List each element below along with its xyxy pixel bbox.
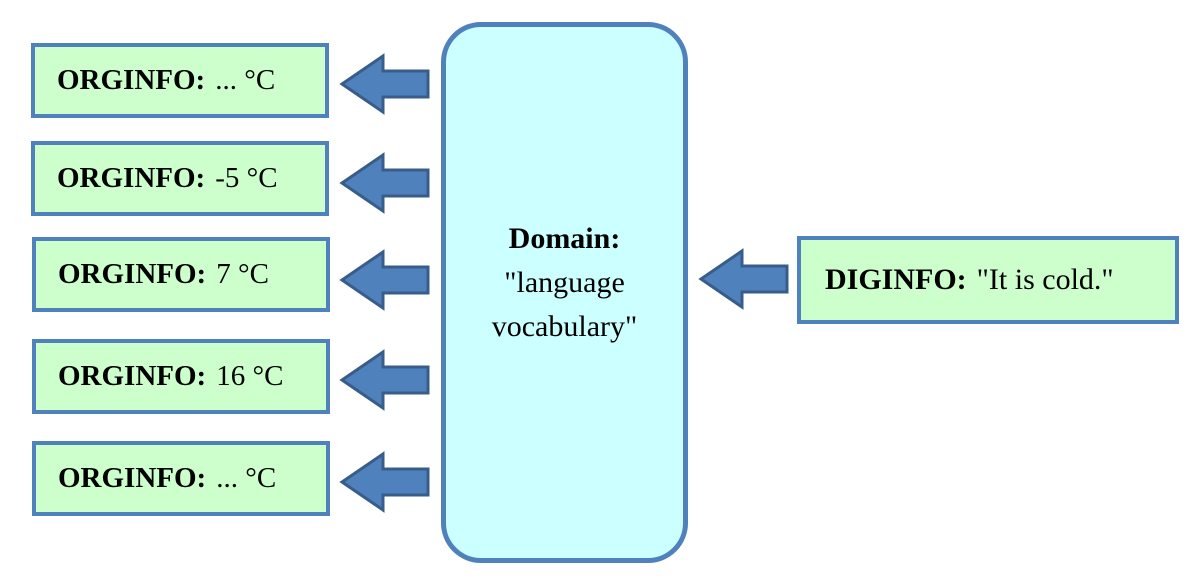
orginfo-label: ORGINFO: bbox=[58, 462, 207, 494]
orginfo-box: ORGINFO: ... °C bbox=[32, 441, 330, 516]
orginfo-label: ORGINFO: bbox=[58, 360, 207, 392]
arrow-to-orginfo-2 bbox=[339, 249, 430, 311]
orginfo-label: ORGINFO: bbox=[58, 258, 207, 290]
diginfo-box: DIGINFO: "It is cold." bbox=[797, 236, 1179, 324]
orginfo-box: ORGINFO: 16 °C bbox=[32, 339, 330, 414]
diginfo-label: DIGINFO: bbox=[825, 263, 967, 296]
orginfo-value: ... °C bbox=[216, 462, 277, 494]
arrow-to-orginfo-1 bbox=[339, 152, 430, 214]
arrow-to-orginfo-4 bbox=[339, 451, 430, 513]
orginfo-box: ORGINFO: -5 °C bbox=[31, 141, 329, 216]
arrow-to-orginfo-0 bbox=[339, 53, 430, 115]
orginfo-value: 16 °C bbox=[216, 360, 284, 392]
orginfo-label: ORGINFO: bbox=[57, 162, 206, 194]
arrow-to-orginfo-3 bbox=[339, 349, 430, 411]
orginfo-box: ORGINFO: ... °C bbox=[31, 43, 329, 118]
domain-title: Domain: bbox=[508, 221, 621, 255]
domain-line-2: vocabulary" bbox=[491, 309, 638, 343]
arrow-to-domain bbox=[698, 248, 789, 310]
domain-line-1: "language bbox=[504, 265, 625, 299]
orginfo-value: -5 °C bbox=[215, 162, 278, 194]
orginfo-value: 7 °C bbox=[216, 258, 269, 290]
orginfo-label: ORGINFO: bbox=[57, 64, 206, 96]
diginfo-value: "It is cold." bbox=[976, 263, 1114, 296]
orginfo-box: ORGINFO: 7 °C bbox=[32, 237, 330, 312]
domain-box: Domain: "language vocabulary" bbox=[441, 22, 688, 563]
orginfo-value: ... °C bbox=[215, 64, 276, 96]
